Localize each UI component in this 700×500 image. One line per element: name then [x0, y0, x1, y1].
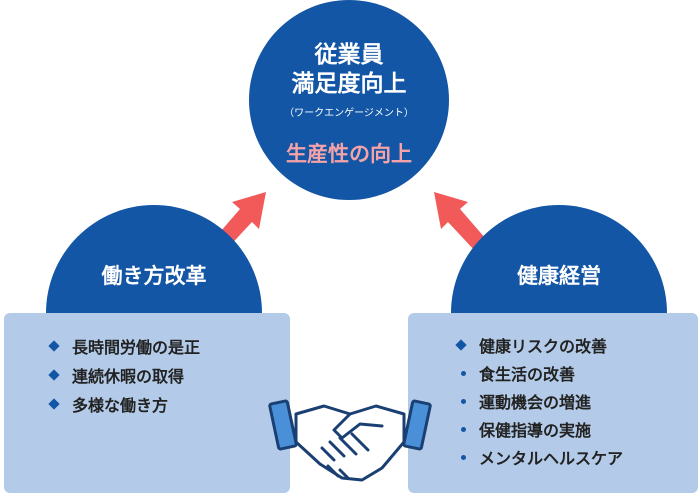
- dot-bullet-icon: [461, 426, 466, 432]
- dot-bullet-icon: [461, 398, 466, 404]
- employee-satisfaction-circle: 従業員 満足度向上 （ワークエンゲージメント） 生産性の向上: [249, 0, 449, 200]
- handshake-icon: [268, 399, 432, 482]
- productivity-label: 生産性の向上: [286, 142, 412, 166]
- diamond-bullet-icon: [48, 397, 60, 410]
- diamond-bullet-icon: [48, 339, 60, 352]
- list-item-text: 保健指導の実施: [479, 421, 592, 440]
- health-management-label: 健康経営: [517, 264, 601, 288]
- list-item-text: 多様な働き方: [72, 395, 169, 415]
- list-item-text: メンタルヘルスケア: [479, 449, 624, 468]
- list-item: 連続休暇の取得: [48, 360, 200, 389]
- employee-satisfaction-title: 従業員 満足度向上: [291, 42, 407, 97]
- list-item: メンタルヘルスケア: [455, 443, 623, 471]
- list-item-text: 連続休暇の取得: [72, 366, 185, 386]
- list-item: 運動機会の増進: [455, 387, 623, 415]
- list-item: 長時間労働の是正: [48, 331, 200, 360]
- list-item: 多様な働き方: [48, 389, 200, 418]
- dot-bullet-icon: [461, 454, 466, 460]
- list-heading: 健康リスクの改善: [455, 331, 623, 359]
- work-style-reform-list: 長時間労働の是正 連続休暇の取得 多様な働き方: [48, 331, 200, 418]
- arrow-up-left-icon: [434, 192, 486, 252]
- work-engagement-note: （ワークエンゲージメント）: [284, 108, 414, 119]
- diamond-bullet-icon: [48, 368, 60, 381]
- health-management-list: 健康リスクの改善 食生活の改善 運動機会の増進 保健指導の実施 メンタルヘルスケ…: [455, 331, 623, 471]
- list-item-text: 長時間労働の是正: [72, 337, 201, 357]
- list-item-text: 運動機会の増進: [479, 393, 592, 412]
- list-heading-text: 健康リスクの改善: [479, 337, 608, 356]
- dot-bullet-icon: [461, 370, 466, 376]
- list-item: 保健指導の実施: [455, 415, 623, 443]
- list-item-text: 食生活の改善: [479, 365, 576, 384]
- work-style-reform-label: 働き方改革: [101, 264, 207, 288]
- diamond-bullet-icon: [455, 339, 467, 351]
- list-item: 食生活の改善: [455, 359, 623, 387]
